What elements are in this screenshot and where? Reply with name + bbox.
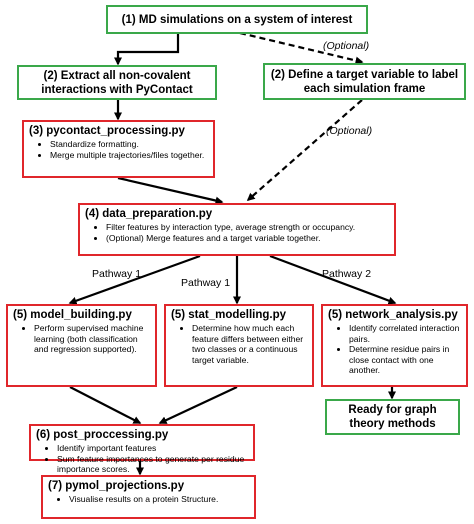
ready-for-graph-theory: Ready for graph theory methods <box>325 399 460 435</box>
arrow-5b-to-6 <box>158 386 238 424</box>
list-item: Identify important features <box>57 443 249 454</box>
step-5b-bullets: Determine how much each feature differs … <box>166 323 312 365</box>
step-1-title: (1) MD simulations on a system of intere… <box>121 13 353 26</box>
list-item: Standardize formatting. <box>50 139 209 150</box>
step-6-bullets: Identify important features Sum feature … <box>31 443 253 475</box>
list-item: (Optional) Merge features and a target v… <box>106 233 390 244</box>
step-4-title: (4) data_preparation.py <box>85 208 213 220</box>
step-7-pymol-projections: (7) pymol_projections.py Visualise resul… <box>41 475 256 519</box>
step-6-post-processing: (6) post_proccessing.py Identify importa… <box>29 424 255 474</box>
step-6-title: (6) post_proccessing.py <box>36 429 169 441</box>
arrow-4-to-5a <box>68 254 201 305</box>
ready-title: Ready for graph theory methods <box>348 404 437 430</box>
step-3-title: (3) pycontact_processing.py <box>29 125 185 137</box>
step-5a-bullets: Perform supervised machine learning (bot… <box>8 323 155 355</box>
step-3-pycontact-processing: (3) pycontact_processing.py Standardize … <box>22 120 215 178</box>
list-item: Merge multiple trajectories/files togeth… <box>50 150 209 161</box>
pathway-1-mid-label: Pathway 1 <box>181 277 231 289</box>
list-item: Identify correlated interaction pairs. <box>349 323 462 344</box>
step-5b-title: (5) stat_modelling.py <box>171 309 287 321</box>
list-item: Filter features by interaction type, ave… <box>106 222 390 233</box>
step-7-title: (7) pymol_projections.py <box>48 480 185 492</box>
step-2-define-target: (2) Define a target variable to label ea… <box>263 63 466 100</box>
arrow-1-to-2b <box>239 31 364 65</box>
optional-label-mid: (Optional) <box>326 125 373 137</box>
pathway-1-left-label: Pathway 1 <box>92 268 142 280</box>
list-item: Sum feature importances to generate per … <box>57 454 249 475</box>
arrow-5a-to-6 <box>69 386 142 424</box>
arrow-4-to-5c <box>269 254 397 305</box>
step-3-bullets: Standardize formatting. Merge multiple t… <box>24 139 213 160</box>
list-item: Determine how much each feature differs … <box>192 323 308 365</box>
step-2b-title: (2) Define a target variable to label ea… <box>270 68 459 95</box>
step-5-network-analysis: (5) network_analysis.py Identify correla… <box>321 304 468 387</box>
optional-label-top: (Optional) <box>323 40 370 52</box>
step-4-bullets: Filter features by interaction type, ave… <box>80 222 394 243</box>
arrow-2b-to-4 <box>246 99 363 201</box>
list-item: Perform supervised machine learning (bot… <box>34 323 151 355</box>
step-4-data-preparation: (4) data_preparation.py Filter features … <box>78 203 396 256</box>
step-5a-title: (5) model_building.py <box>13 309 132 321</box>
pathway-2-label: Pathway 2 <box>322 268 372 280</box>
step-5-stat-modelling: (5) stat_modelling.py Determine how much… <box>164 304 314 387</box>
list-item: Determine residue pairs in close contact… <box>349 344 462 376</box>
step-7-bullets: Visualise results on a protein Structure… <box>43 494 254 505</box>
list-item: Visualise results on a protein Structure… <box>69 494 250 505</box>
step-5c-bullets: Identify correlated interaction pairs. D… <box>323 323 466 376</box>
step-5c-title: (5) network_analysis.py <box>328 309 458 321</box>
step-2-extract-interactions: (2) Extract all non-covalent interaction… <box>17 65 217 100</box>
step-5-model-building: (5) model_building.py Perform supervised… <box>6 304 157 387</box>
step-2a-title: (2) Extract all non-covalent interaction… <box>41 69 193 96</box>
arrow-1-to-2a <box>114 33 180 66</box>
step-1-md-simulations: (1) MD simulations on a system of intere… <box>106 5 368 34</box>
arrow-3-to-4 <box>117 176 224 205</box>
